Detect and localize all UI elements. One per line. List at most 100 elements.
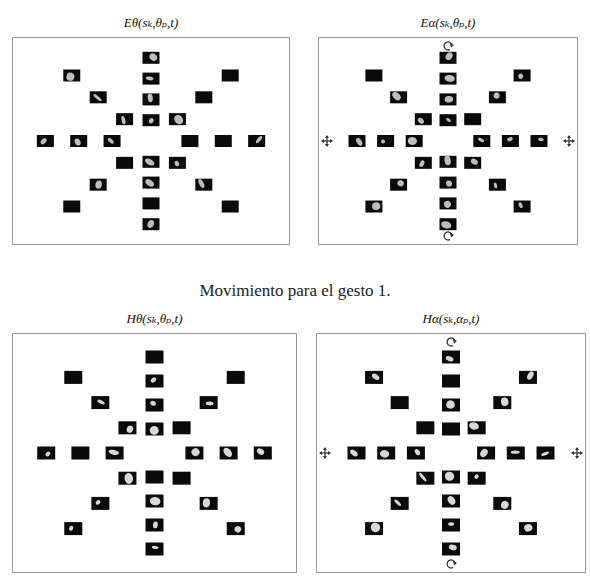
hand-frame [442,495,460,508]
rotation-symbol [444,232,454,240]
hand-frame [391,497,409,510]
hand-frame [442,470,460,484]
hand-frame [222,69,239,81]
hand-frame [365,371,383,384]
hand-frame [348,447,366,460]
hand-frame [200,497,218,510]
gesture-panel: Hα(sₖ,αₚ,t) [316,333,586,573]
hand-frame [173,472,191,485]
hand-frame [169,113,186,126]
hand-frame [227,371,245,384]
hand-frame [63,69,80,81]
hand-frame [227,522,245,535]
hand-frame [493,497,511,510]
hand-frame [116,113,133,125]
hand-frame [440,197,457,209]
hand-frame [377,135,394,147]
hand-frame [220,446,238,459]
panel-title: Hθ(sₖ,θₚ,t) [13,311,296,327]
hand-frame [143,52,160,64]
hand-frame [442,375,460,388]
hand-frame [146,471,164,484]
hand-frame [215,135,232,147]
hand-frame [173,421,191,434]
hand-frame [143,93,160,105]
hand-frame [248,135,265,147]
gesture-panel: Eθ(sₖ,θₚ,t) [12,37,290,245]
hand-frame [531,135,548,147]
hand-frame [90,91,107,103]
hand-frame [365,521,383,535]
hand-frame [442,423,460,436]
hand-frame [473,135,490,147]
hand-frame [377,447,395,460]
hand-frame [440,155,457,168]
hand-frame [143,177,160,189]
hand-frame [200,396,218,409]
hand-frame [104,135,121,147]
gesture-panel: Hθ(sₖ,θₚ,t) [12,333,297,573]
hand-frame [442,351,460,364]
hand-frame [91,396,109,409]
hand-frame [464,113,481,125]
hand-frame [390,179,407,191]
hand-frame [146,375,164,388]
hand-frame [169,157,186,169]
hand-frame [64,522,82,535]
hand-frame [415,113,432,125]
translation-symbol [571,447,583,459]
hand-frame [489,179,506,191]
hand-frame [37,447,55,460]
hand-frame [391,396,409,409]
hand-frame [440,218,457,230]
hand-frame [407,447,425,460]
hand-frame [118,472,136,485]
hand-frame [440,93,457,105]
hand-frame [464,157,481,169]
hand-frame [146,351,164,364]
hand-frame [519,370,537,384]
hand-frame [390,90,407,103]
hand-frame [406,135,423,147]
hand-frame [502,135,519,147]
hand-frame [91,497,109,510]
hand-frame [415,157,432,169]
hand-frame [90,179,107,191]
hand-frame [440,51,457,64]
hand-frame [146,495,164,508]
rotation-symbol [444,42,454,50]
hand-frame [116,157,133,169]
hand-frame [254,447,272,460]
hand-frame [365,69,382,81]
hand-frame [181,135,198,147]
hand-frame [519,522,537,535]
gesture-panel: Eα(sₖ,θₚ,t) [318,37,578,245]
translation-symbol [319,447,331,459]
hand-frame [64,371,82,384]
rotation-symbol [447,560,457,568]
hand-frame [514,201,531,213]
hand-frame [63,201,80,213]
hand-frame [440,114,457,126]
hand-frame [143,156,160,168]
rotation-symbol [447,338,457,346]
hand-frame [507,447,525,460]
hand-frame [71,447,89,460]
hand-frame [442,543,460,556]
hand-frame [146,543,164,556]
hand-frame [349,135,366,147]
panel-title: Eα(sₖ,θₚ,t) [319,15,577,31]
hand-frame [146,399,164,412]
panel-title: Eθ(sₖ,θₚ,t) [13,15,289,31]
translation-symbol [321,135,333,147]
hand-frame [489,91,506,103]
hand-frame [416,472,434,485]
hand-frame [440,177,457,189]
panel-title: Hα(sₖ,αₚ,t) [317,311,585,327]
hand-frame [118,421,136,434]
hand-frame [146,423,164,437]
hand-frame [468,472,486,485]
hand-frame [493,396,511,409]
hand-frame [416,421,434,434]
hand-frame [37,135,54,147]
